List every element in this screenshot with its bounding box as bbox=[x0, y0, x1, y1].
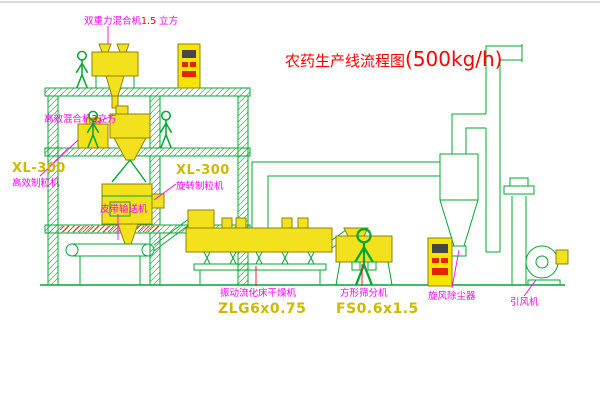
title-text: 农药生产线流程图 bbox=[285, 52, 405, 70]
belt-conveyor-label: 皮带输送机 bbox=[100, 203, 148, 215]
red-hatch-slab bbox=[60, 226, 160, 232]
stack-rain-cap-top bbox=[509, 177, 529, 187]
top-mixer-name: 双重力混合机 bbox=[84, 15, 142, 27]
cabinet-button bbox=[432, 268, 448, 275]
mid-mixer-unit: 立方 bbox=[98, 113, 117, 125]
sieve-outlet bbox=[367, 261, 377, 271]
cyclone-barrel bbox=[439, 153, 479, 201]
mid-mixer-body bbox=[109, 113, 151, 139]
dryer-body bbox=[185, 227, 333, 253]
sieve-model-label: FS0.6x1.5 bbox=[336, 301, 419, 317]
vibration-spring bbox=[255, 251, 263, 265]
top-mixer-machine bbox=[91, 43, 139, 109]
rotary-granulator-machine bbox=[101, 183, 165, 245]
vibration-spring bbox=[281, 251, 289, 265]
sieve-outlet bbox=[351, 261, 361, 271]
dryer-name-label: 振动流化床干燥机 bbox=[220, 287, 297, 299]
vibration-spring bbox=[203, 251, 211, 265]
cabinet-button bbox=[190, 62, 196, 67]
fluid-bed-dryer-machine bbox=[185, 209, 333, 285]
center-granulator-name-label: 旋转制粒机 bbox=[176, 180, 224, 192]
dryer-model-label: ZLG6x0.75 bbox=[218, 301, 306, 317]
mid-mixer-name: 高效混合机 bbox=[44, 113, 92, 125]
vibration-spring bbox=[229, 251, 237, 265]
sieve-name-label: 方形筛分机 bbox=[340, 287, 388, 299]
cyclone-separator bbox=[439, 113, 486, 257]
left-granulator-name-label: 高效制粒机 bbox=[12, 177, 60, 189]
granulator-motor bbox=[151, 193, 165, 209]
mid-mixer-machine bbox=[109, 105, 151, 183]
control-cabinet-lower bbox=[427, 237, 453, 287]
control-cabinet-upper bbox=[177, 43, 201, 89]
fan-motor bbox=[555, 249, 569, 265]
vibration-spring bbox=[307, 251, 315, 265]
worker-figure bbox=[75, 50, 89, 89]
title-capacity: (500kg/h) bbox=[405, 47, 502, 71]
exhaust-duct bbox=[251, 161, 440, 228]
cabinet-button bbox=[432, 258, 439, 263]
stack-rain-cap bbox=[503, 185, 535, 195]
fan-volute bbox=[525, 245, 559, 279]
dryer-inlet-hood bbox=[187, 209, 215, 229]
cabinet-button bbox=[182, 71, 196, 77]
center-granulator-model-label: XL-300 bbox=[176, 163, 230, 178]
cabinet-screen bbox=[432, 244, 448, 253]
mid-mixer-capacity: 3 bbox=[92, 114, 98, 125]
exhaust-stack-and-fan bbox=[485, 44, 569, 286]
leader-lines bbox=[39, 26, 537, 297]
diagram-title: 农药生产线流程图(500kg/h) bbox=[285, 47, 503, 71]
cabinet-button bbox=[441, 258, 448, 263]
top-mixer-label: 双重力混合机1.5 立方 bbox=[84, 15, 178, 27]
belt-conveyor-machine bbox=[65, 217, 191, 285]
top-mixer-capacity: 1.5 bbox=[141, 16, 156, 27]
cabinet-screen bbox=[182, 50, 196, 58]
top-mixer-body bbox=[91, 51, 139, 77]
mid-mixer-label: 高效混合机3立方 bbox=[44, 113, 117, 125]
left-granulator-model-label: XL-300 bbox=[12, 161, 66, 176]
top-mixer-unit: 立方 bbox=[156, 15, 178, 27]
cyclone-label: 旋风除尘器 bbox=[428, 290, 476, 302]
fan-base bbox=[527, 279, 561, 286]
cabinet-button bbox=[182, 62, 188, 67]
fan-label: 引风机 bbox=[510, 296, 539, 308]
worker-figure bbox=[159, 110, 173, 149]
